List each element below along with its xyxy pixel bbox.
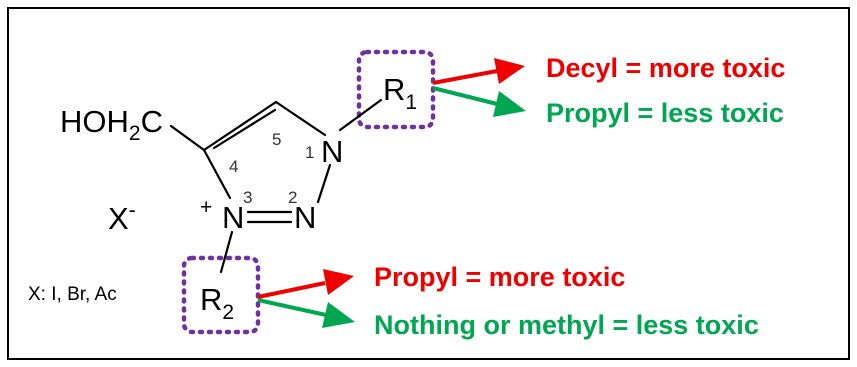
bond-c4-c5-inner bbox=[212, 108, 277, 150]
n3-positive-charge: + bbox=[200, 196, 212, 219]
bond-c4-ch2 bbox=[169, 124, 206, 152]
r1-arrows bbox=[432, 58, 526, 117]
atom-n3: N bbox=[222, 200, 244, 235]
r2-label: R2 bbox=[200, 282, 234, 324]
diagram-frame bbox=[7, 7, 850, 360]
r1-more-toxic-label: Decyl = more toxic bbox=[546, 53, 785, 83]
bond-c4-c5 bbox=[202, 100, 278, 152]
r2-less-toxic-label: Nothing or methyl = less toxic bbox=[374, 310, 759, 340]
r1-less-toxic-arrowhead bbox=[493, 91, 526, 117]
r2-more-toxic-label: Propyl = more toxic bbox=[374, 262, 625, 292]
counterion-label: X- bbox=[108, 199, 136, 236]
counterion-note: X: I, Br, Ac bbox=[28, 284, 117, 305]
atom-n1: N bbox=[321, 134, 343, 169]
bond-c5-n1 bbox=[274, 100, 327, 137]
bond-c4-n3 bbox=[202, 148, 232, 200]
ring-number-5: 5 bbox=[272, 130, 281, 149]
r2-more-toxic-arrowhead bbox=[323, 269, 354, 295]
r2-arrows bbox=[257, 269, 355, 328]
atom-n2: N bbox=[294, 200, 316, 235]
r2-less-toxic-arrowhead bbox=[322, 302, 355, 328]
ring-number-4: 4 bbox=[229, 157, 238, 176]
r1-more-toxic-arrowhead bbox=[494, 58, 525, 84]
ring-number-3: 3 bbox=[243, 188, 252, 207]
r1-label: R1 bbox=[383, 72, 417, 114]
bond-n3-r2 bbox=[219, 230, 234, 274]
bond-n1-r1 bbox=[338, 98, 383, 132]
r1-less-toxic-label: Propyl = less toxic bbox=[546, 98, 784, 128]
ring-number-1: 1 bbox=[305, 143, 314, 162]
hydroxymethyl-label: HOH2C bbox=[60, 104, 163, 145]
molecule-bonds bbox=[169, 98, 383, 274]
bond-n1-n2 bbox=[316, 163, 332, 204]
ring-number-2: 2 bbox=[288, 188, 297, 207]
